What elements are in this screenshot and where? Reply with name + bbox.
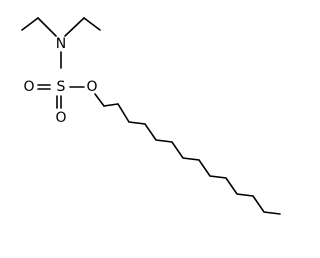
atom-oxygen-top: O bbox=[23, 79, 34, 95]
atom-sulfur: S bbox=[57, 79, 66, 95]
bond-ethyl-left-1 bbox=[21, 17, 39, 31]
bond-ethyl-right-1 bbox=[64, 17, 85, 37]
bond-ethyl-right-2 bbox=[83, 17, 101, 31]
molecule-structure: N S O O O bbox=[21, 17, 281, 215]
bond-o-chain bbox=[94, 93, 105, 107]
atom-oxygen-bottom: O bbox=[55, 110, 66, 126]
alkyl-chain bbox=[103, 103, 281, 215]
bond-ethyl-left-2 bbox=[37, 17, 57, 37]
atom-nitrogen: N bbox=[56, 36, 66, 52]
atom-oxygen-ester: O bbox=[86, 79, 97, 95]
